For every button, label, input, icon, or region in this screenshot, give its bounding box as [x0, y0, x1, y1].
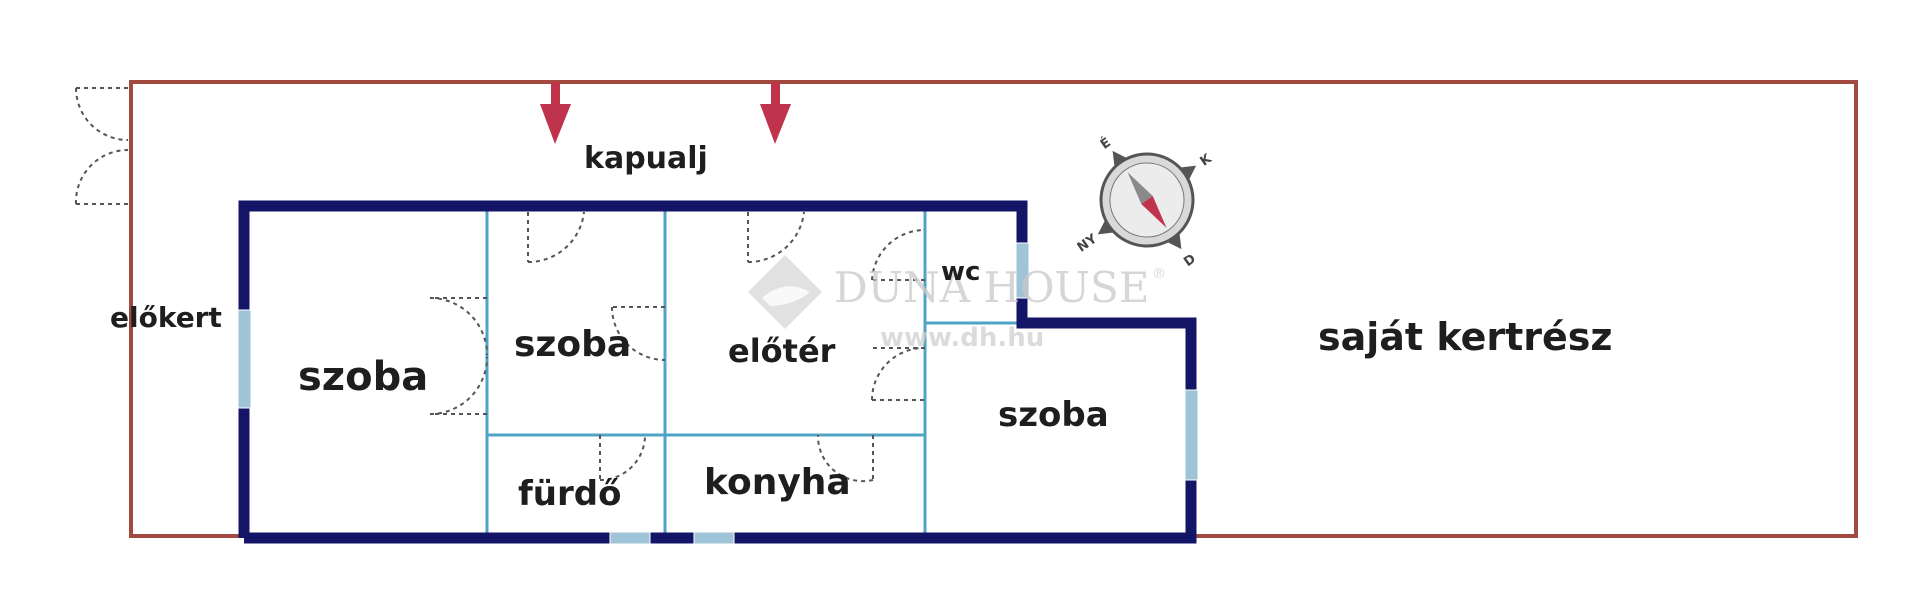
exterior-wall	[238, 200, 1197, 544]
label-kapualj: kapualj	[584, 141, 708, 176]
label-szoba-left: szoba	[298, 354, 428, 400]
label-eloter: előtér	[728, 332, 836, 370]
gate-door	[74, 87, 129, 205]
compass-south: D	[1181, 251, 1199, 270]
watermark: DUNA HOUSE ® www.dh.hu	[748, 255, 1166, 353]
compass-west: NY	[1075, 231, 1101, 255]
compass-east: K	[1198, 151, 1216, 170]
label-wc: wc	[941, 257, 980, 287]
label-szoba-right: szoba	[998, 395, 1109, 435]
watermark-brand: DUNA HOUSE	[834, 263, 1149, 312]
doors	[429, 211, 926, 483]
label-konyha: konyha	[704, 462, 851, 503]
watermark-registered: ®	[1152, 266, 1166, 282]
entrance-arrow	[540, 82, 571, 144]
label-sajat-kertresz: saját kertrész	[1318, 315, 1613, 359]
windows	[237, 242, 1199, 545]
compass-north: É	[1097, 134, 1113, 152]
label-elokert: előkert	[110, 301, 222, 334]
interior-walls	[485, 206, 1020, 538]
entrance-arrow	[760, 82, 791, 144]
label-furdo: fürdő	[518, 474, 621, 514]
label-szoba-mid: szoba	[514, 324, 631, 365]
watermark-url: www.dh.hu	[880, 323, 1044, 353]
